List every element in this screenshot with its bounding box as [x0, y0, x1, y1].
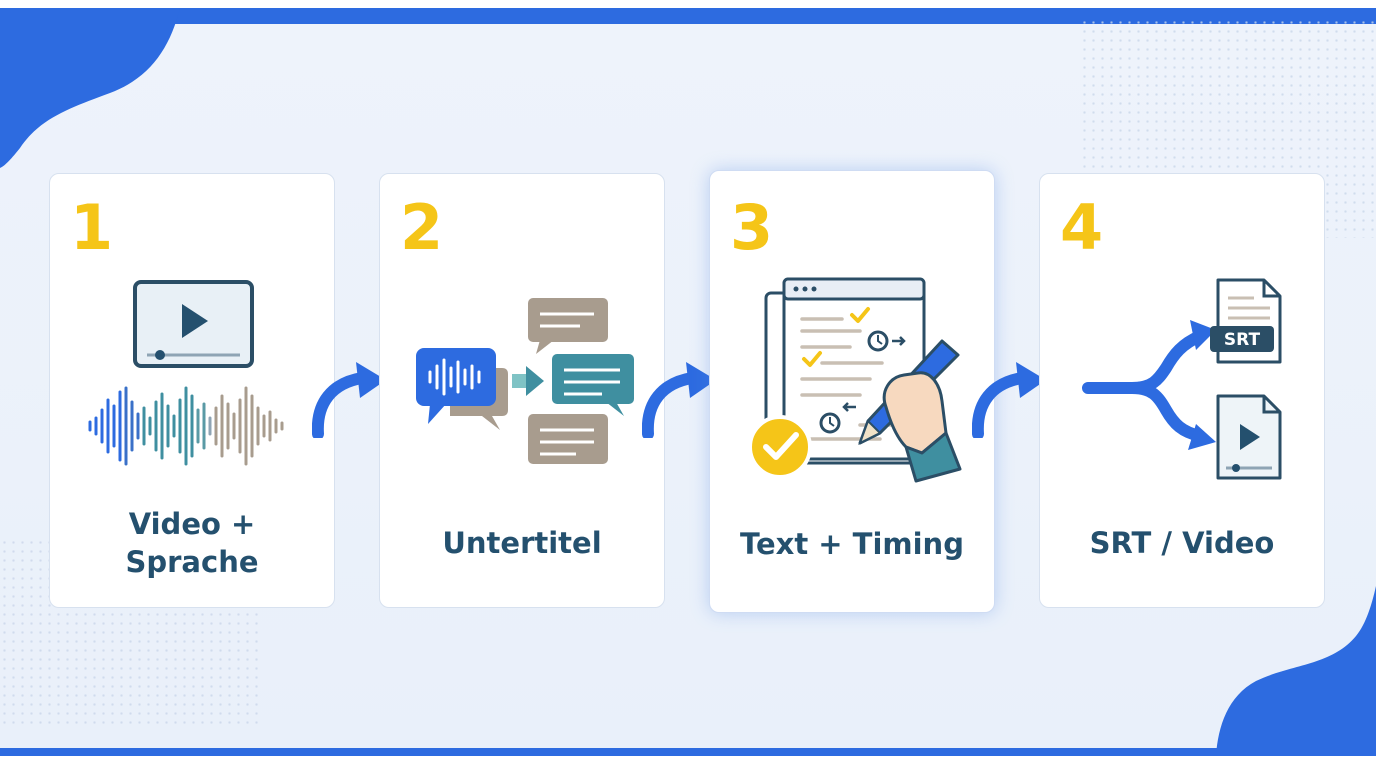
step-label-line1: Video + [128, 507, 256, 541]
step-number: 4 [1060, 191, 1104, 264]
step-number: 3 [730, 191, 774, 264]
diagram-canvas: 1 [0, 8, 1376, 756]
step-label: SRT / Video [1089, 526, 1275, 560]
document-edit-icon [748, 277, 962, 483]
srt-video-output-icon: SRT [1082, 278, 1282, 480]
srt-badge: SRT [1224, 330, 1261, 350]
step-label: Untertitel [442, 526, 602, 560]
speech-bubbles-icon [416, 298, 634, 464]
step-card-2: 2 [379, 173, 665, 608]
video-waveform-icon [88, 280, 284, 466]
step-card-1: 1 [49, 173, 335, 608]
bottom-right-blob [1216, 586, 1376, 756]
step-number: 1 [70, 191, 114, 264]
step-card-4: 4 SRT SRT / Video [1039, 173, 1325, 608]
step-label-line2: Sprache [125, 545, 259, 579]
top-left-blob [0, 8, 180, 168]
top-bar [0, 8, 1376, 24]
step-card-3: 3 [709, 170, 995, 613]
step-label: Text + Timing [740, 527, 964, 561]
bottom-bar [0, 748, 1376, 756]
step-number: 2 [400, 191, 444, 264]
